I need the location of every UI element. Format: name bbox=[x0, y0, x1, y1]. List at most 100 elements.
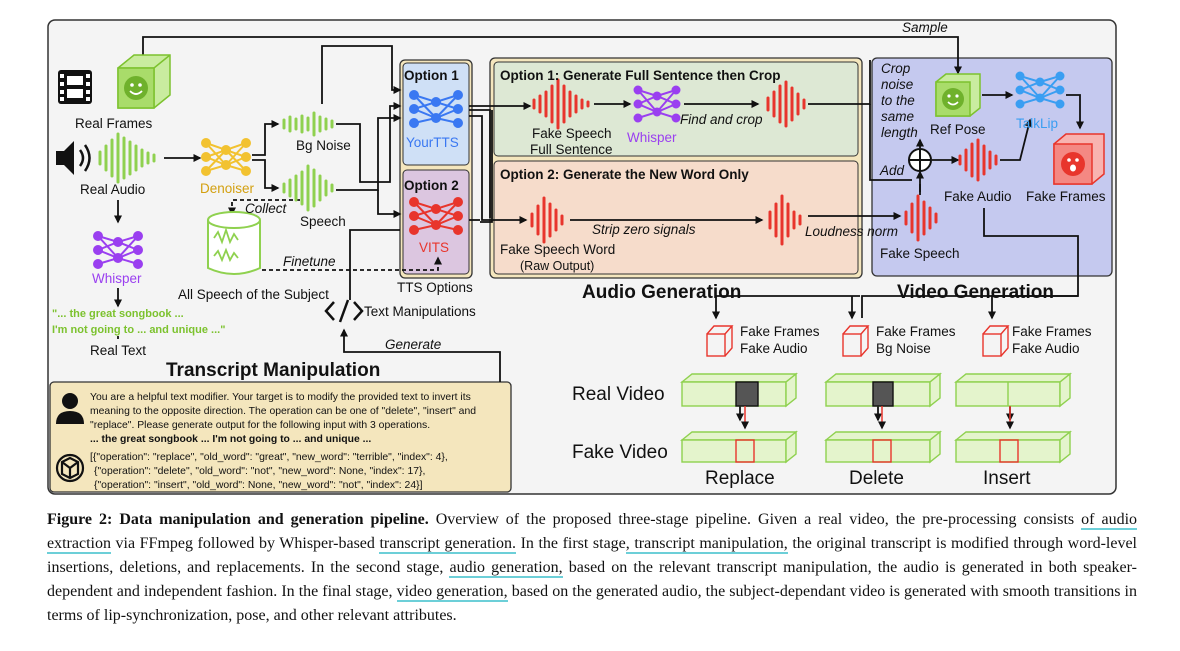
collect-label: Collect bbox=[245, 201, 288, 216]
clip3-cube-icon bbox=[982, 325, 1010, 357]
fake-speech-waveform-icon bbox=[904, 194, 938, 242]
real-frames-label: Real Frames bbox=[75, 116, 153, 131]
replace-label: Replace bbox=[705, 468, 775, 489]
ref-pose-cube-icon bbox=[935, 73, 981, 117]
strip-zero-label: Strip zero signals bbox=[592, 222, 696, 237]
pipeline-diagram: Real Frames Real Audio Denoiser Bg Noise… bbox=[47, 19, 1117, 495]
clip3-line1: Fake Frames bbox=[1012, 324, 1092, 339]
caption-text-1: Overview of the proposed three-stage pip… bbox=[428, 511, 1082, 528]
option1-title: Option 1: Generate Full Sentence then Cr… bbox=[500, 68, 781, 83]
caption-highlight-audio-extraction: of audio extraction bbox=[47, 511, 1138, 554]
prompt-line3: "replace". Please generate output for th… bbox=[90, 420, 430, 431]
find-and-crop-label: Find and crop bbox=[680, 112, 763, 127]
fake-frames-label: Fake Frames bbox=[1026, 189, 1106, 204]
audio-generation-title: Audio Generation bbox=[582, 282, 741, 303]
caption-text-6: based on the generated audio, the subjec… bbox=[47, 583, 1138, 624]
response-line2: {"operation": "delete", "old_word": "not… bbox=[94, 466, 425, 477]
option2-box bbox=[493, 160, 859, 275]
openai-icon bbox=[55, 453, 85, 483]
denoiser-label: Denoiser bbox=[200, 181, 255, 196]
talklip-network-icon bbox=[1015, 71, 1065, 109]
fake-speech-label: Fake Speech bbox=[880, 246, 960, 261]
stripped-waveform-icon bbox=[768, 194, 802, 246]
caption-highlight-transcript-manipulation: , transcript manipulation, bbox=[625, 535, 788, 554]
video-generation-panel bbox=[871, 57, 1113, 277]
add-label: Add bbox=[879, 163, 905, 178]
caption-text-3: In the first stage bbox=[516, 535, 626, 552]
quote-line2: I'm not going to ... and unique ..." bbox=[52, 324, 225, 336]
loudness-norm-label: Loudness norm bbox=[805, 224, 898, 239]
text-manipulations-label: Text Manipulations bbox=[364, 304, 476, 319]
fake-video-strip-replace bbox=[680, 430, 798, 464]
caption-highlight-transcript-generation: transcript generation. bbox=[379, 535, 516, 554]
crop-noise-line1: Crop bbox=[881, 61, 911, 76]
crop-noise-line5: length bbox=[881, 125, 918, 140]
real-text-label: Real Text bbox=[90, 343, 146, 358]
crop-noise-line3: to the bbox=[881, 93, 915, 108]
caption-text-2: via FFmpeg followed by Whisper-based bbox=[110, 535, 380, 552]
crop-noise-line4: same bbox=[881, 109, 914, 124]
whisper-network-icon bbox=[93, 231, 143, 269]
code-icon bbox=[324, 299, 364, 323]
clip1-line1: Fake Frames bbox=[740, 324, 820, 339]
speech-waveform-icon bbox=[282, 164, 334, 212]
all-speech-label: All Speech of the Subject bbox=[178, 287, 329, 302]
fake-speech-full-waveform-icon bbox=[532, 78, 590, 130]
real-frames-cube-icon bbox=[117, 54, 171, 109]
fake-speech-word-label: Fake Speech Word bbox=[500, 242, 615, 257]
tts-options-label: TTS Options bbox=[397, 280, 473, 295]
fake-video-label: Fake Video bbox=[572, 442, 668, 463]
figure-caption: Figure 2: Data manipulation and generati… bbox=[47, 508, 1138, 628]
generate-label: Generate bbox=[385, 337, 441, 352]
bg-noise-label: Bg Noise bbox=[296, 138, 351, 153]
real-video-label: Real Video bbox=[572, 384, 665, 405]
caption-text-4: the original transcript is modified thro… bbox=[47, 535, 1137, 576]
caption-highlight-video-generation: video generation, bbox=[396, 583, 508, 602]
prompt-line1: You are a helpful text modifier. Your ta… bbox=[90, 392, 471, 403]
response-line1: [{"operation": "replace", "old_word": "g… bbox=[90, 452, 448, 463]
prompt-line2: meaning to the opposite direction. The o… bbox=[90, 406, 476, 417]
fake-video-strip-delete bbox=[824, 430, 942, 464]
fake-video-strip-insert bbox=[954, 430, 1072, 464]
real-video-strip-delete bbox=[824, 372, 942, 408]
fake-speech-word-waveform-icon bbox=[530, 196, 564, 244]
add-circle-icon bbox=[908, 148, 932, 172]
video-generation-title: Video Generation bbox=[897, 282, 1054, 303]
whisper-label: Whisper bbox=[92, 271, 142, 286]
whisper-crop-network-icon bbox=[633, 85, 681, 123]
quote-line1: "... the great songbook ... bbox=[52, 308, 184, 320]
whisper2-label: Whisper bbox=[627, 130, 677, 145]
finetune-label: Finetune bbox=[283, 254, 336, 269]
clip1-line2: Fake Audio bbox=[740, 341, 808, 356]
film-icon bbox=[58, 70, 92, 104]
fake-frames-cube-icon bbox=[1053, 133, 1105, 185]
real-audio-label: Real Audio bbox=[80, 182, 145, 197]
real-video-strip-replace bbox=[680, 372, 798, 408]
bg-noise-waveform-icon bbox=[282, 111, 334, 137]
fake-speech-line1: Fake Speech bbox=[532, 126, 612, 141]
talklip-label: TalkLip bbox=[1016, 116, 1058, 131]
fake-audio-label: Fake Audio bbox=[944, 189, 1012, 204]
sample-label: Sample bbox=[902, 20, 948, 35]
crop-noise-line2: noise bbox=[881, 77, 913, 92]
prompt-box bbox=[49, 381, 512, 493]
caption-text-5: based on the relevant transcript manipul… bbox=[47, 559, 1137, 600]
clip3-line2: Fake Audio bbox=[1012, 341, 1080, 356]
denoiser-network-icon bbox=[201, 138, 251, 176]
vits-network-icon bbox=[409, 197, 463, 235]
fake-audio-waveform-icon bbox=[958, 138, 998, 182]
tts-option1-label: Option 1 bbox=[404, 68, 459, 83]
yourtts-network-icon bbox=[409, 90, 463, 128]
ref-pose-label: Ref Pose bbox=[930, 122, 986, 137]
database-icon bbox=[207, 211, 261, 275]
real-video-strip-insert bbox=[954, 372, 1072, 408]
delete-label: Delete bbox=[849, 468, 904, 489]
option2-title: Option 2: Generate the New Word Only bbox=[500, 167, 749, 182]
caption-bold: Figure 2: Data manipulation and generati… bbox=[47, 511, 429, 528]
vits-label: VITS bbox=[419, 240, 449, 255]
caption-highlight-audio-generation: audio generation, bbox=[449, 559, 563, 578]
tts-option2-label: Option 2 bbox=[404, 178, 459, 193]
speech-label: Speech bbox=[300, 214, 346, 229]
speaker-icon bbox=[56, 141, 91, 175]
prompt-line4: ... the great songbook ... I'm not going… bbox=[90, 434, 371, 445]
